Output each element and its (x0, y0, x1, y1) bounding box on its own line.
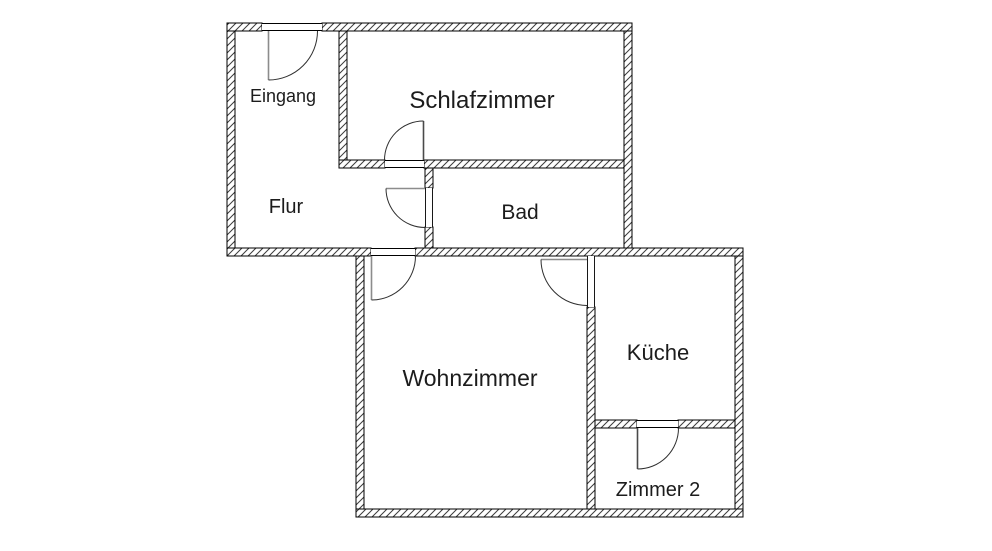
room-label-flur: Flur (269, 196, 304, 218)
door-zimmer2 (636, 427, 679, 470)
door-eingang (267, 30, 318, 81)
room-label-kueche: Küche (627, 340, 689, 365)
threshold-lines (371, 248, 415, 256)
threshold-fill (262, 23, 322, 31)
door-swing-arc (384, 120, 424, 161)
wall-wohnzimmer-kueche (586, 306, 596, 510)
door-swing-arc (540, 259, 588, 306)
door-kueche (540, 258, 588, 306)
wall-kueche-zimmer2-right (677, 419, 736, 429)
wall-right-outer-top-block (623, 30, 633, 249)
door-openings (262, 23, 678, 428)
threshold-fill (587, 256, 595, 307)
doors (267, 30, 679, 470)
threshold-lines (637, 420, 678, 428)
wall-mid-band-right (414, 247, 744, 257)
wall-schlafzimmer-bottom-left (338, 159, 386, 169)
door-swing-arc (637, 427, 679, 470)
threshold-fill (637, 420, 678, 428)
door-flur-wohnzimmer (370, 255, 416, 301)
wall-flur-bad-lower (424, 226, 434, 249)
threshold-lines (587, 256, 595, 307)
door-swing-arc (371, 255, 416, 301)
door-opening-eingang (262, 23, 322, 31)
door-opening-schlafzimmer (385, 160, 424, 168)
room-label-zimmer2: Zimmer 2 (616, 479, 700, 501)
threshold-lines (425, 188, 433, 227)
room-label-eingang: Eingang (250, 86, 316, 106)
wall-flur-bad-upper (424, 167, 434, 189)
room-label-bad: Bad (501, 201, 538, 224)
wall-eingang-schlafzimmer (338, 30, 348, 161)
threshold-fill (371, 248, 415, 256)
wall-top-left-segment (226, 22, 263, 32)
wall-kueche-zimmer2-left (594, 419, 638, 429)
door-bad (385, 187, 426, 228)
door-opening-kueche (587, 256, 595, 307)
door-opening-bad (425, 188, 433, 227)
door-schlafzimmer (384, 120, 425, 161)
threshold-lines (385, 160, 424, 168)
door-swing-arc (268, 30, 318, 81)
wall-mid-band-left (226, 247, 372, 257)
wall-wohnzimmer-left-outer (355, 255, 365, 510)
threshold-fill (385, 160, 424, 168)
wall-top-right-segment (321, 22, 633, 32)
door-swing-arc (385, 188, 426, 228)
room-label-schlafzimmer: Schlafzimmer (409, 87, 554, 114)
door-opening-zimmer2 (637, 420, 678, 428)
wall-bottom-outer (355, 508, 744, 518)
wall-kueche-right-outer (734, 255, 744, 510)
room-label-wohnzimmer: Wohnzimmer (402, 365, 537, 391)
wall-left-outer (226, 30, 236, 249)
wall-schlafzimmer-bottom-right (423, 159, 633, 169)
threshold-fill (425, 188, 433, 227)
door-opening-flur-wohnzimmer (371, 248, 415, 256)
threshold-lines (262, 23, 322, 31)
room-labels: Eingang Schlafzimmer Flur Bad Wohnzimmer… (250, 86, 700, 501)
